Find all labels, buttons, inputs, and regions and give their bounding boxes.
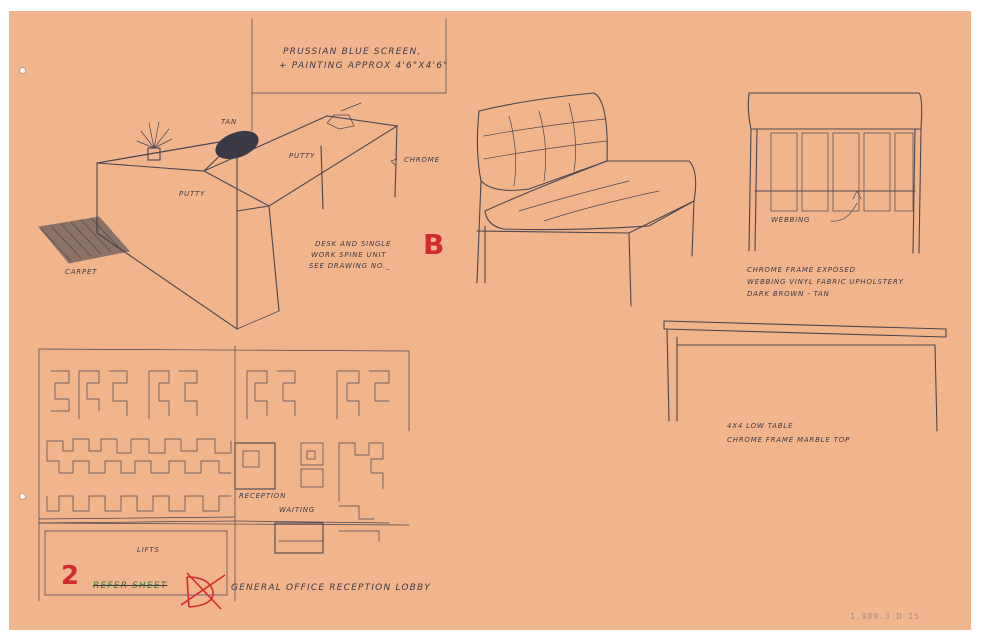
- note-chair-line2: WEBBING VINYL FABRIC UPHOLSTERY: [747, 278, 904, 286]
- webbing-chair-front-sketch: [747, 92, 923, 254]
- wall-screen-sketch: [251, 18, 447, 132]
- note-chair-line1: CHROME FRAME EXPOSED: [747, 266, 856, 274]
- plan-label-reception: RECEPTION: [239, 492, 287, 500]
- punch-hole: [19, 493, 26, 500]
- note-table-line2: CHROME FRAME MARBLE TOP: [727, 436, 851, 444]
- note-chair-line3: DARK BROWN - TAN: [747, 290, 830, 298]
- lobby-caption: GENERAL OFFICE RECEPTION LOBBY: [231, 583, 431, 593]
- refer-sheet-struck: REFER SHEET: [93, 581, 168, 591]
- note-desk-line2: WORK SPINE UNIT: [311, 251, 387, 259]
- note-chrome: CHROME: [404, 156, 440, 164]
- note-carpet: CARPET: [65, 268, 98, 276]
- note-desk-line1: DESK AND SINGLE: [315, 240, 392, 248]
- archive-stamp: 1.989.3 D 15: [850, 612, 920, 621]
- punch-hole: [19, 67, 26, 74]
- note-webbing: WEBBING: [771, 216, 811, 224]
- sheet-number: 2: [61, 561, 80, 591]
- note-table-line1: 4X4 LOW TABLE: [727, 422, 794, 430]
- red-corrections: [180, 572, 226, 610]
- plan-label-waiting: WAITING: [279, 506, 316, 514]
- note-screen-line2: + PAINTING APPROX 4'6"X4'6": [279, 61, 449, 71]
- floor-plan-sketch: [38, 345, 410, 602]
- note-putty-top: PUTTY: [289, 152, 316, 160]
- note-putty-side: PUTTY: [179, 190, 206, 198]
- drawing-ref-b: B: [423, 228, 445, 261]
- note-screen-line1: PRUSSIAN BLUE SCREEN,: [283, 47, 422, 57]
- plan-label-lifts: LIFTS: [137, 546, 160, 554]
- lounge-chair-sketch: [476, 92, 697, 307]
- drawing-sheet: PRUSSIAN BLUE SCREEN, + PAINTING APPROX …: [9, 11, 971, 630]
- sketch-drawing: [38, 18, 947, 610]
- note-desk-line3: SEE DRAWING NO._: [309, 262, 391, 270]
- note-tan: TAN: [221, 118, 238, 126]
- low-table-sketch: [663, 320, 947, 432]
- desk-sketch: [38, 114, 399, 331]
